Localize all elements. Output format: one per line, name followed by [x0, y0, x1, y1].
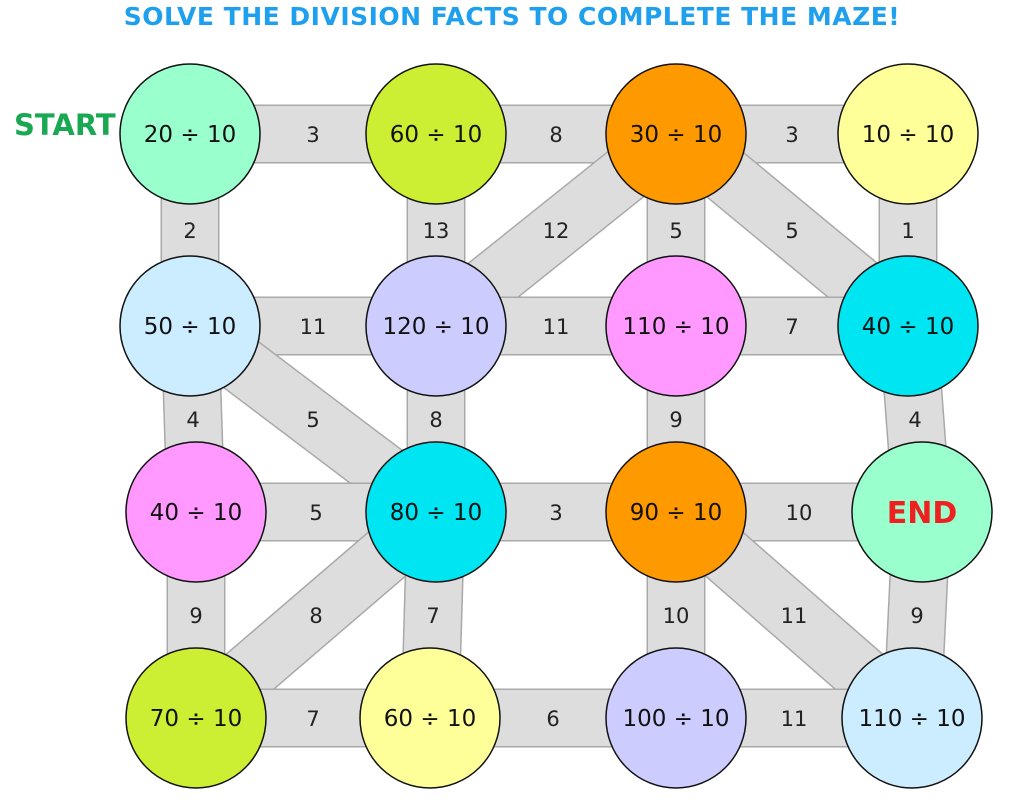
path-value: 7: [306, 707, 319, 731]
path-value: 9: [669, 408, 682, 432]
maze-cell[interactable]: 40 ÷ 10: [837, 255, 979, 397]
cell-circle: [125, 441, 267, 583]
path-value: 11: [543, 315, 570, 339]
path-value: 7: [426, 604, 439, 628]
cell-circle: [119, 255, 261, 397]
path-value: 6: [546, 707, 559, 731]
path-value: 9: [910, 604, 923, 628]
cell-expression: 110 ÷ 10: [622, 314, 729, 340]
maze-cell[interactable]: 30 ÷ 10: [605, 63, 747, 205]
path-value: 4: [908, 408, 921, 432]
path-value: 9: [189, 604, 202, 628]
path-value: 8: [309, 604, 322, 628]
path-value: 1: [901, 219, 914, 243]
cell-circle: [837, 63, 979, 205]
path-value: 5: [309, 501, 322, 525]
maze-cell-end[interactable]: END: [851, 441, 993, 583]
maze-cell[interactable]: 120 ÷ 10: [365, 255, 507, 397]
cell-expression: 20 ÷ 10: [144, 122, 236, 148]
cell-expression: 70 ÷ 10: [150, 706, 242, 732]
maze-cell[interactable]: 10 ÷ 10: [837, 63, 979, 205]
path-value: 7: [785, 315, 798, 339]
cell-expression: 60 ÷ 10: [384, 706, 476, 732]
cell-circle: [605, 647, 747, 789]
path-value: 11: [781, 707, 808, 731]
cell-circle: [841, 647, 983, 789]
cell-expression: 30 ÷ 10: [630, 122, 722, 148]
maze-cell[interactable]: 60 ÷ 10: [359, 647, 501, 789]
cell-circle: [119, 63, 261, 205]
maze-cell[interactable]: 20 ÷ 10: [119, 63, 261, 205]
path-value: 11: [781, 604, 808, 628]
cell-circle: [605, 63, 747, 205]
maze-cell[interactable]: 50 ÷ 10: [119, 255, 261, 397]
cell-expression: 40 ÷ 10: [150, 500, 242, 526]
path-value: 3: [306, 123, 319, 147]
path-value: 12: [543, 219, 570, 243]
cell-expression: 50 ÷ 10: [144, 314, 236, 340]
cell-circle: [605, 255, 747, 397]
path-value: 3: [785, 123, 798, 147]
path-value: 5: [669, 219, 682, 243]
cell-circle: [359, 647, 501, 789]
maze-cell[interactable]: 110 ÷ 10: [605, 255, 747, 397]
page-title: SOLVE THE DIVISION FACTS TO COMPLETE THE…: [123, 2, 901, 31]
cell-expression: 120 ÷ 10: [382, 314, 489, 340]
cell-circle: [365, 255, 507, 397]
cell-circle: [125, 647, 267, 789]
path-value: 11: [300, 315, 327, 339]
maze-cell[interactable]: 40 ÷ 10: [125, 441, 267, 583]
maze-cell[interactable]: 90 ÷ 10: [605, 441, 747, 583]
cell-expression: 60 ÷ 10: [390, 122, 482, 148]
path-value: 5: [785, 219, 798, 243]
cell-circle: [851, 441, 993, 583]
cell-expression: 80 ÷ 10: [390, 500, 482, 526]
cell-circle: [365, 63, 507, 205]
maze-cell[interactable]: 80 ÷ 10: [365, 441, 507, 583]
cell-expression: 90 ÷ 10: [630, 500, 722, 526]
maze-cell[interactable]: 100 ÷ 10: [605, 647, 747, 789]
path-value: 10: [663, 604, 690, 628]
cell-expression: 110 ÷ 10: [858, 706, 965, 732]
maze-cells: 20 ÷ 10 60 ÷ 10 30 ÷ 10 10 ÷ 10 50 ÷ 10 120 ÷…: [119, 63, 993, 789]
path-value: 5: [306, 408, 319, 432]
path-value: 2: [183, 219, 196, 243]
cell-circle: [837, 255, 979, 397]
path-value: 10: [786, 501, 813, 525]
path-value: 13: [423, 219, 450, 243]
start-label: START: [14, 108, 116, 142]
cell-expression: 100 ÷ 10: [622, 706, 729, 732]
cell-circle: [605, 441, 747, 583]
path-value: 3: [549, 501, 562, 525]
maze-cell[interactable]: 60 ÷ 10: [365, 63, 507, 205]
path-value: 8: [549, 123, 562, 147]
cell-circle: [365, 441, 507, 583]
path-value: 8: [429, 408, 442, 432]
cell-expression: 40 ÷ 10: [862, 314, 954, 340]
cell-expression: 10 ÷ 10: [862, 122, 954, 148]
maze-cell[interactable]: 70 ÷ 10: [125, 647, 267, 789]
path-value: 4: [186, 408, 199, 432]
end-label: END: [887, 496, 958, 531]
maze-cell[interactable]: 110 ÷ 10: [841, 647, 983, 789]
